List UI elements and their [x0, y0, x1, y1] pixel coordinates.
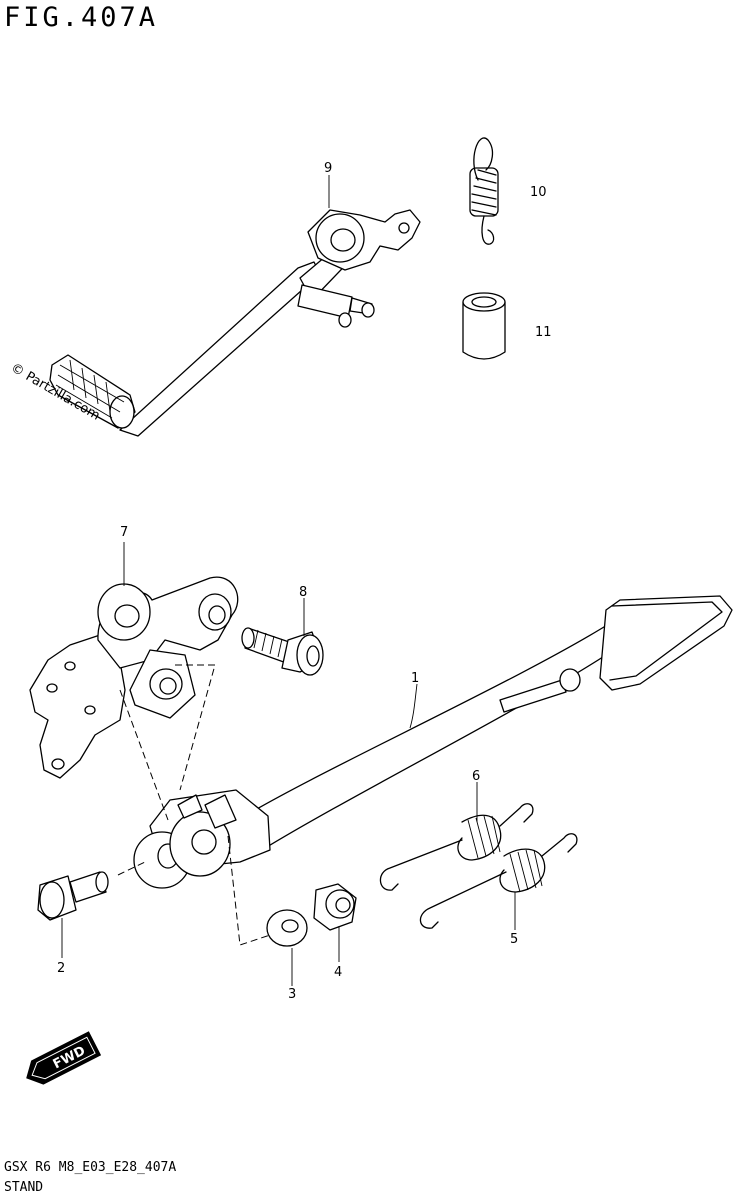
- shift-pedal-part-9[interactable]: [49, 209, 421, 437]
- callout-8: 8: [299, 585, 307, 600]
- bolt-part-8[interactable]: [241, 627, 324, 676]
- callout-6: 6: [472, 769, 480, 784]
- assembly-guide-lines: [117, 664, 271, 946]
- spring-part-6[interactable]: [379, 803, 534, 891]
- collar-part-11[interactable]: [462, 292, 506, 360]
- nut-part-4[interactable]: [313, 883, 357, 931]
- spring-part-5[interactable]: [419, 833, 578, 929]
- pivot-bolt-part-2[interactable]: [37, 871, 109, 921]
- callout-10: 10: [530, 185, 547, 200]
- callout-7: 7: [120, 525, 128, 540]
- figure-name: STAND: [4, 1180, 44, 1195]
- fwd-arrow: FWD: [26, 1031, 102, 1085]
- callout-11: 11: [535, 325, 552, 340]
- washer-part-3[interactable]: [266, 909, 308, 947]
- callout-3: 3: [288, 987, 296, 1002]
- figure-title: FIG.407A: [4, 2, 159, 33]
- callout-4: 4: [334, 965, 342, 980]
- callout-5: 5: [510, 932, 518, 947]
- stand-bracket-part-7[interactable]: [29, 576, 239, 779]
- callout-1: 1: [411, 671, 419, 686]
- callout-2: 2: [57, 961, 65, 976]
- figure-code: GSX R6 M8_E03_E28_407A: [4, 1160, 177, 1175]
- spring-part-10[interactable]: [469, 137, 499, 245]
- leader-lines: [61, 175, 516, 986]
- side-stand-part-1[interactable]: [133, 595, 733, 889]
- callout-9: 9: [324, 161, 332, 176]
- callout-labels: 1 2 3 4 5 6 7 8 9 10 11: [57, 161, 552, 1002]
